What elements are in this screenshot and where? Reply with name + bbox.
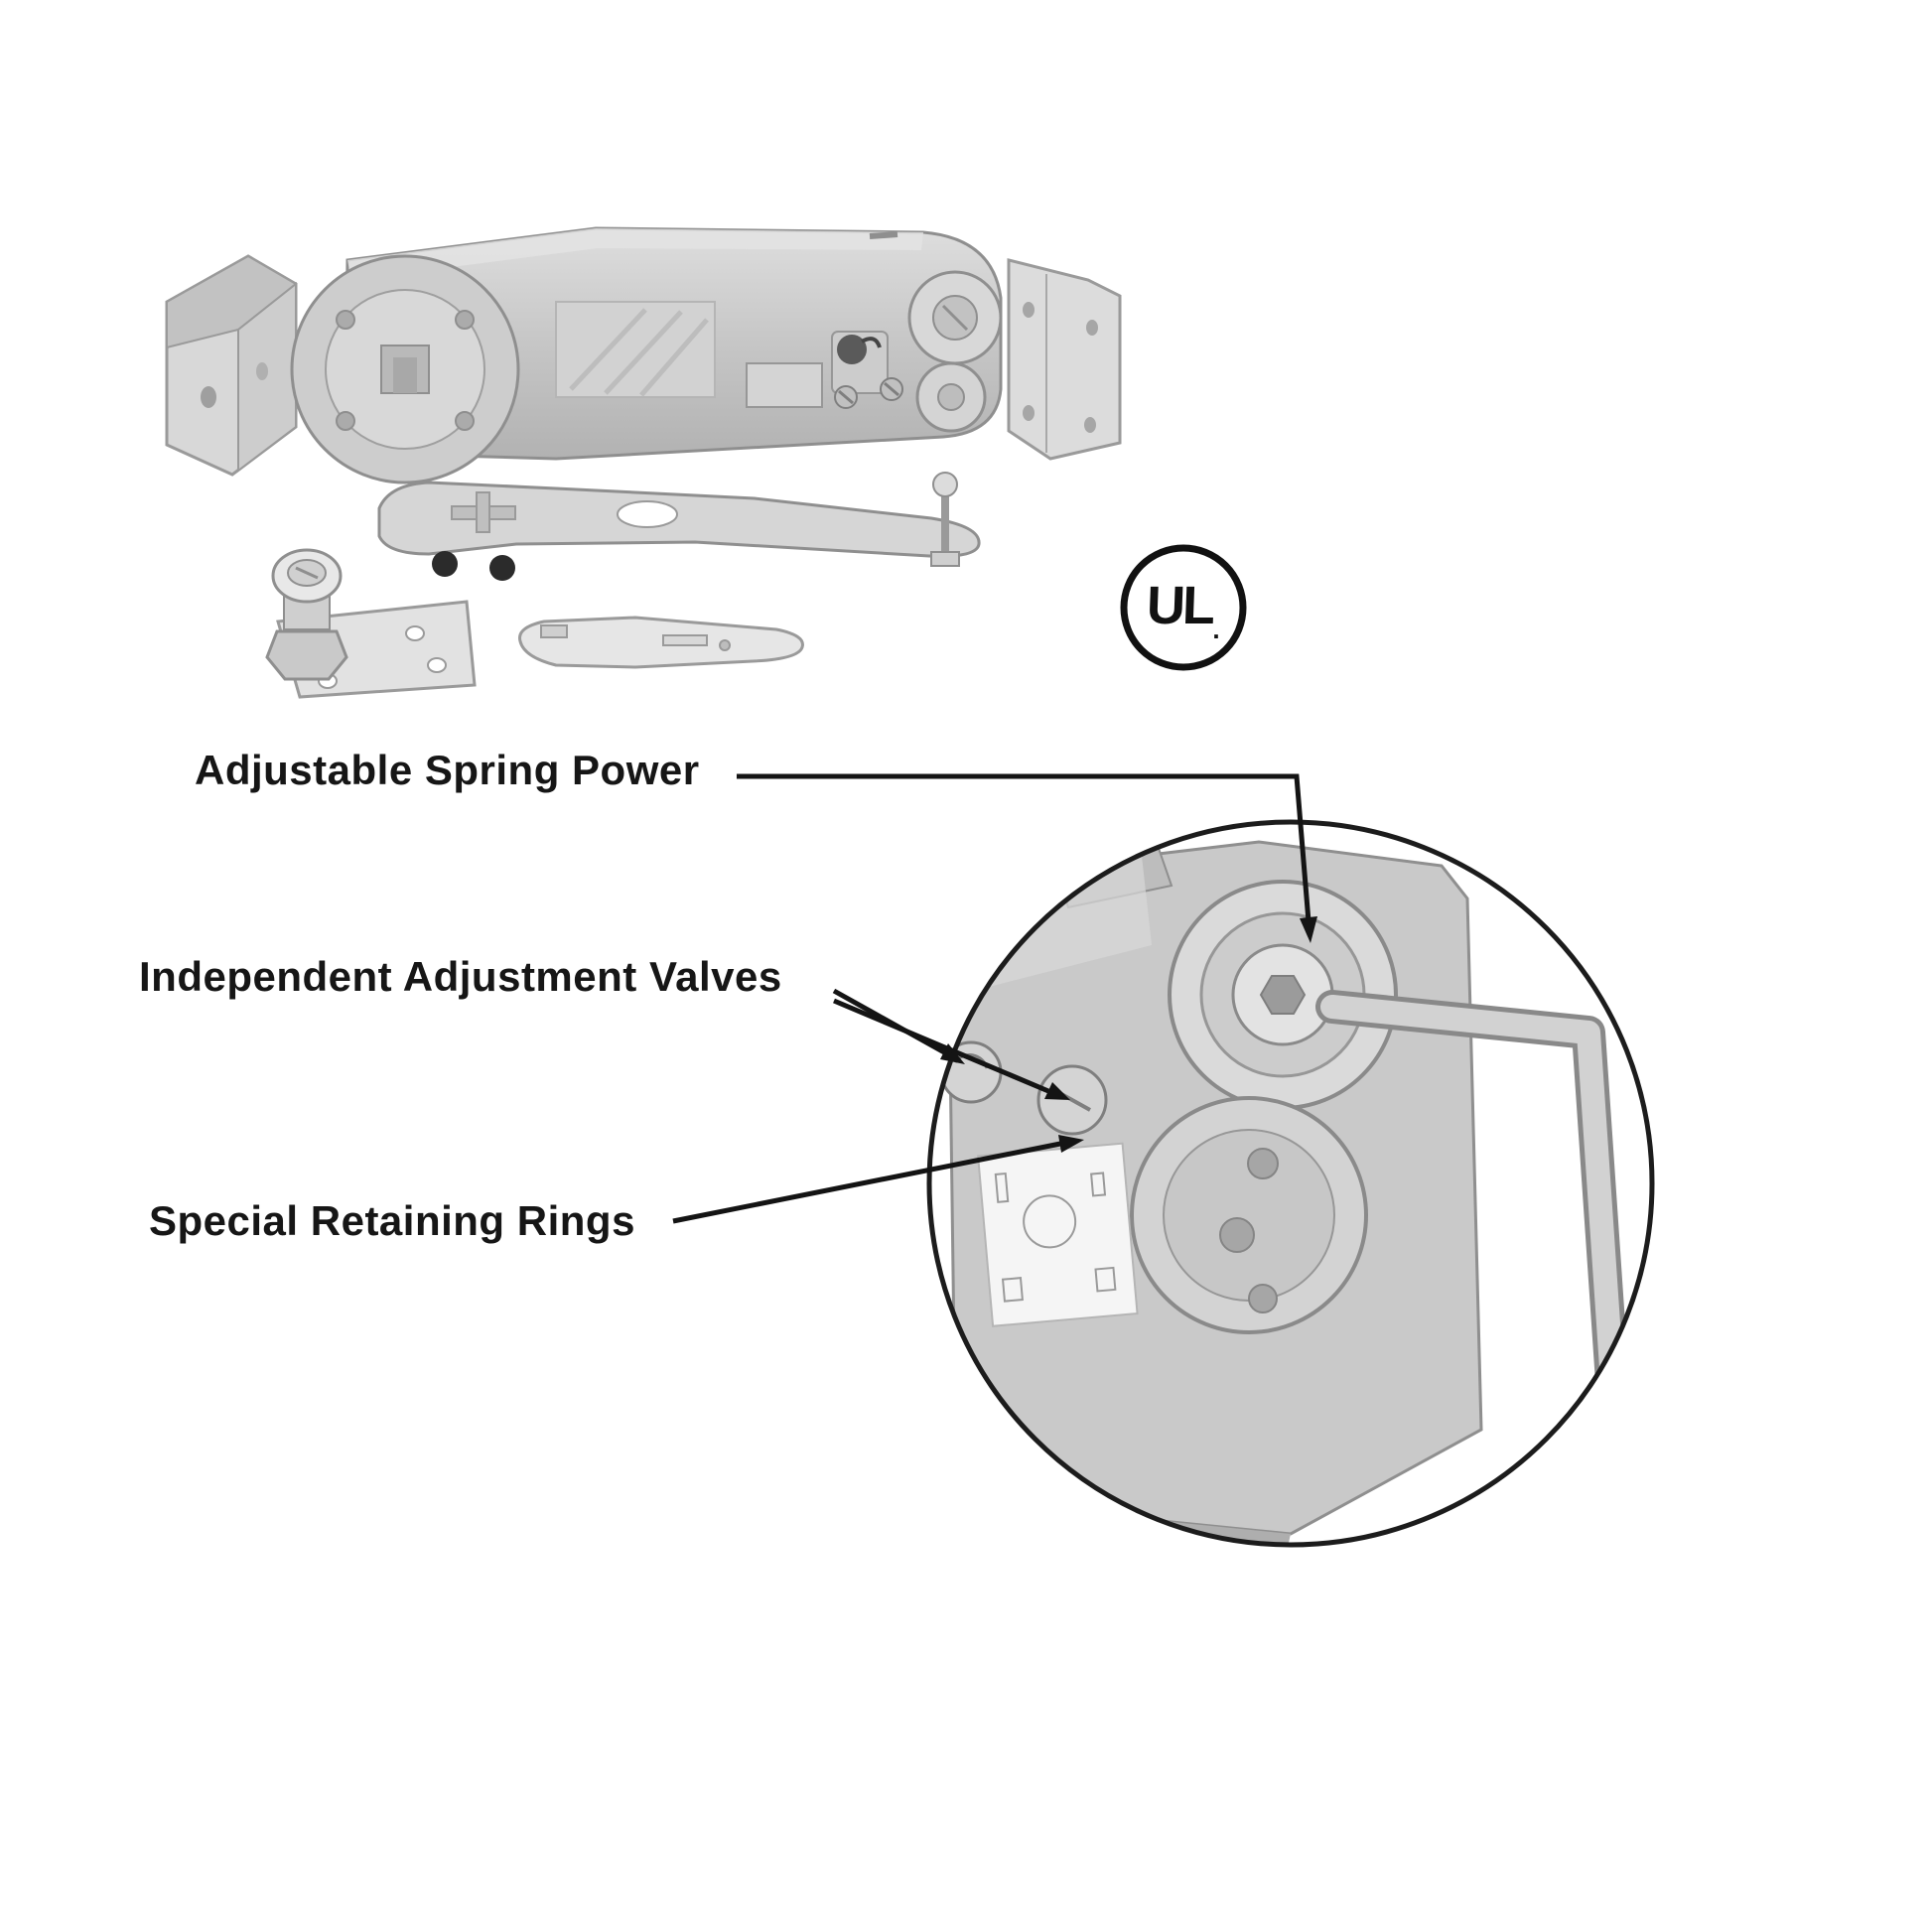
part-end-bracket bbox=[1007, 258, 1122, 461]
detail-view-contents bbox=[929, 822, 1652, 1545]
leader-lines bbox=[672, 773, 1317, 1224]
ul-circle-icon bbox=[1120, 544, 1247, 671]
callout-independent-adjustment-valves: Independent Adjustment Valves bbox=[139, 953, 782, 1000]
part-main-arm bbox=[377, 472, 981, 581]
callout-special-retaining-rings: Special Retaining Rings bbox=[149, 1197, 635, 1244]
part-pivot-assembly bbox=[265, 548, 477, 699]
ul-registered-dot: . bbox=[1212, 614, 1220, 644]
hex-key-icon bbox=[1315, 990, 1629, 1399]
part-closer-body bbox=[290, 226, 1003, 484]
detail-magnifier-circle bbox=[926, 819, 1655, 1548]
ul-certification-mark: UL . bbox=[1124, 548, 1243, 667]
callout-adjustable-spring-power: Adjustable Spring Power bbox=[195, 747, 700, 793]
part-slide-arm bbox=[518, 616, 804, 669]
part-jamb-bracket bbox=[165, 254, 298, 477]
ul-letters: UL bbox=[1146, 576, 1214, 635]
